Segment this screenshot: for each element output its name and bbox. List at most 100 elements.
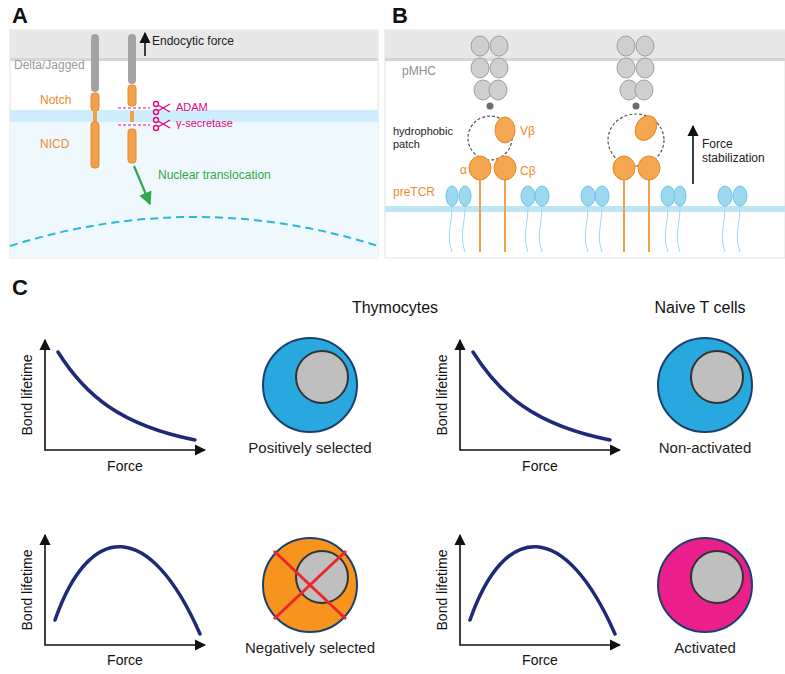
pretcr-molecule xyxy=(494,156,516,180)
pmhc-molecule xyxy=(633,103,640,110)
bond-curve xyxy=(58,352,195,440)
thymocyte-cell: Positively selected xyxy=(225,335,395,456)
chart-axis xyxy=(460,535,620,645)
notch-receptor xyxy=(91,34,99,92)
membrane-protein xyxy=(459,186,471,206)
bond-curve xyxy=(470,547,615,634)
axis-label: Force xyxy=(107,458,143,474)
pretcr-molecule xyxy=(479,180,481,252)
pretcr-molecule xyxy=(469,156,491,180)
enzyme-label: γ-secretase xyxy=(176,117,233,130)
chart-axis xyxy=(45,535,205,645)
notch-receptor xyxy=(91,34,136,168)
cell-nucleus xyxy=(691,551,743,603)
panel-b-background xyxy=(385,30,785,258)
panel-letter: B xyxy=(392,3,408,28)
panel-b-background xyxy=(385,58,785,61)
cleavage-site xyxy=(118,124,150,125)
scissors-symbol xyxy=(158,104,170,111)
pmhc-molecule xyxy=(471,36,489,56)
pmhc-molecule xyxy=(617,58,635,78)
force-arrow xyxy=(145,33,146,56)
cell-outline xyxy=(625,335,785,435)
notch-receptor xyxy=(91,122,99,168)
receptor-label: Notch xyxy=(40,94,71,108)
panel-a-background xyxy=(10,30,378,58)
notch-receptor xyxy=(128,34,136,84)
region-label: hydrophobic patch xyxy=(393,125,463,150)
membrane-protein xyxy=(661,186,675,206)
force-arrow xyxy=(692,126,694,184)
cleavage-site xyxy=(118,107,150,108)
domain-label: NICD xyxy=(40,138,69,152)
cell-body xyxy=(658,338,752,432)
scissors-symbol xyxy=(154,110,159,115)
axis-label: Bond lifetime xyxy=(19,550,35,631)
panel-letter: C xyxy=(12,275,28,300)
membrane-protein xyxy=(665,206,668,252)
bond-curve xyxy=(473,352,610,440)
membrane-protein xyxy=(677,206,680,252)
pretcr-molecule xyxy=(648,180,650,252)
hydrophobic-patch-outline xyxy=(468,114,664,166)
notch-receptor xyxy=(130,111,134,122)
scissors-symbol xyxy=(154,102,171,131)
membrane-protein xyxy=(446,186,458,206)
pmhc-molecule xyxy=(636,36,654,56)
axis-label: Force xyxy=(522,652,558,668)
molecule-label: preTCR xyxy=(393,186,435,200)
membrane-protein xyxy=(599,206,602,252)
membrane-protein xyxy=(733,186,747,206)
axis-label: Force xyxy=(107,652,143,668)
thymocyte-cell: Negatively selected xyxy=(225,535,395,656)
scissors-symbol xyxy=(158,121,170,128)
cell-outline xyxy=(230,535,390,635)
bond-curve xyxy=(55,547,200,634)
process-label: Nuclear translocation xyxy=(158,169,271,183)
cell-body xyxy=(263,538,357,632)
nuclear-envelope xyxy=(10,217,378,246)
scissors-symbol xyxy=(154,102,159,107)
domain-label: Cβ xyxy=(520,165,536,179)
membrane-protein xyxy=(585,206,588,252)
column-heading: Thymocytes xyxy=(352,299,438,317)
pmhc-molecule xyxy=(471,36,654,110)
cell-nucleus xyxy=(691,351,743,403)
pmhc-molecule xyxy=(490,58,508,78)
notch-receptor xyxy=(128,129,136,163)
chart-axis xyxy=(45,340,205,450)
pmhc-molecule xyxy=(635,80,653,100)
molecule-label: pMHC xyxy=(402,65,436,79)
scissors-symbol xyxy=(154,118,159,123)
domain-label: Vβ xyxy=(520,125,535,139)
nuclear-envelope xyxy=(10,217,378,246)
cleavage-site xyxy=(118,108,150,125)
membrane-protein xyxy=(581,186,595,206)
pmhc-molecule xyxy=(636,58,654,78)
panel-b-background xyxy=(385,30,785,258)
membrane-protein xyxy=(525,206,528,252)
pmhc-molecule xyxy=(471,58,489,78)
membrane-protein xyxy=(521,186,535,206)
force-arrow xyxy=(693,126,694,184)
translocation-arrow xyxy=(134,166,150,204)
membrane-protein xyxy=(674,186,686,206)
membrane-protein xyxy=(446,186,747,252)
membrane-protein xyxy=(539,206,542,252)
notch-receptor xyxy=(93,110,97,122)
chart-axis xyxy=(460,340,620,450)
cross-mark xyxy=(274,551,346,619)
scissors-symbol xyxy=(154,126,159,131)
pmhc-molecule xyxy=(489,80,507,100)
panel-a-background xyxy=(10,30,378,258)
pretcr-molecule xyxy=(631,112,661,145)
axis-label: Bond lifetime xyxy=(434,355,450,436)
chart-axis xyxy=(45,340,620,645)
cell-body xyxy=(658,538,752,632)
membrane-protein xyxy=(449,206,452,252)
axis-label: Bond lifetime xyxy=(19,355,35,436)
bond-curve xyxy=(55,352,615,634)
t-cell: Non-activated xyxy=(620,335,785,456)
pretcr-molecule xyxy=(623,180,625,252)
membrane-protein xyxy=(718,186,732,206)
